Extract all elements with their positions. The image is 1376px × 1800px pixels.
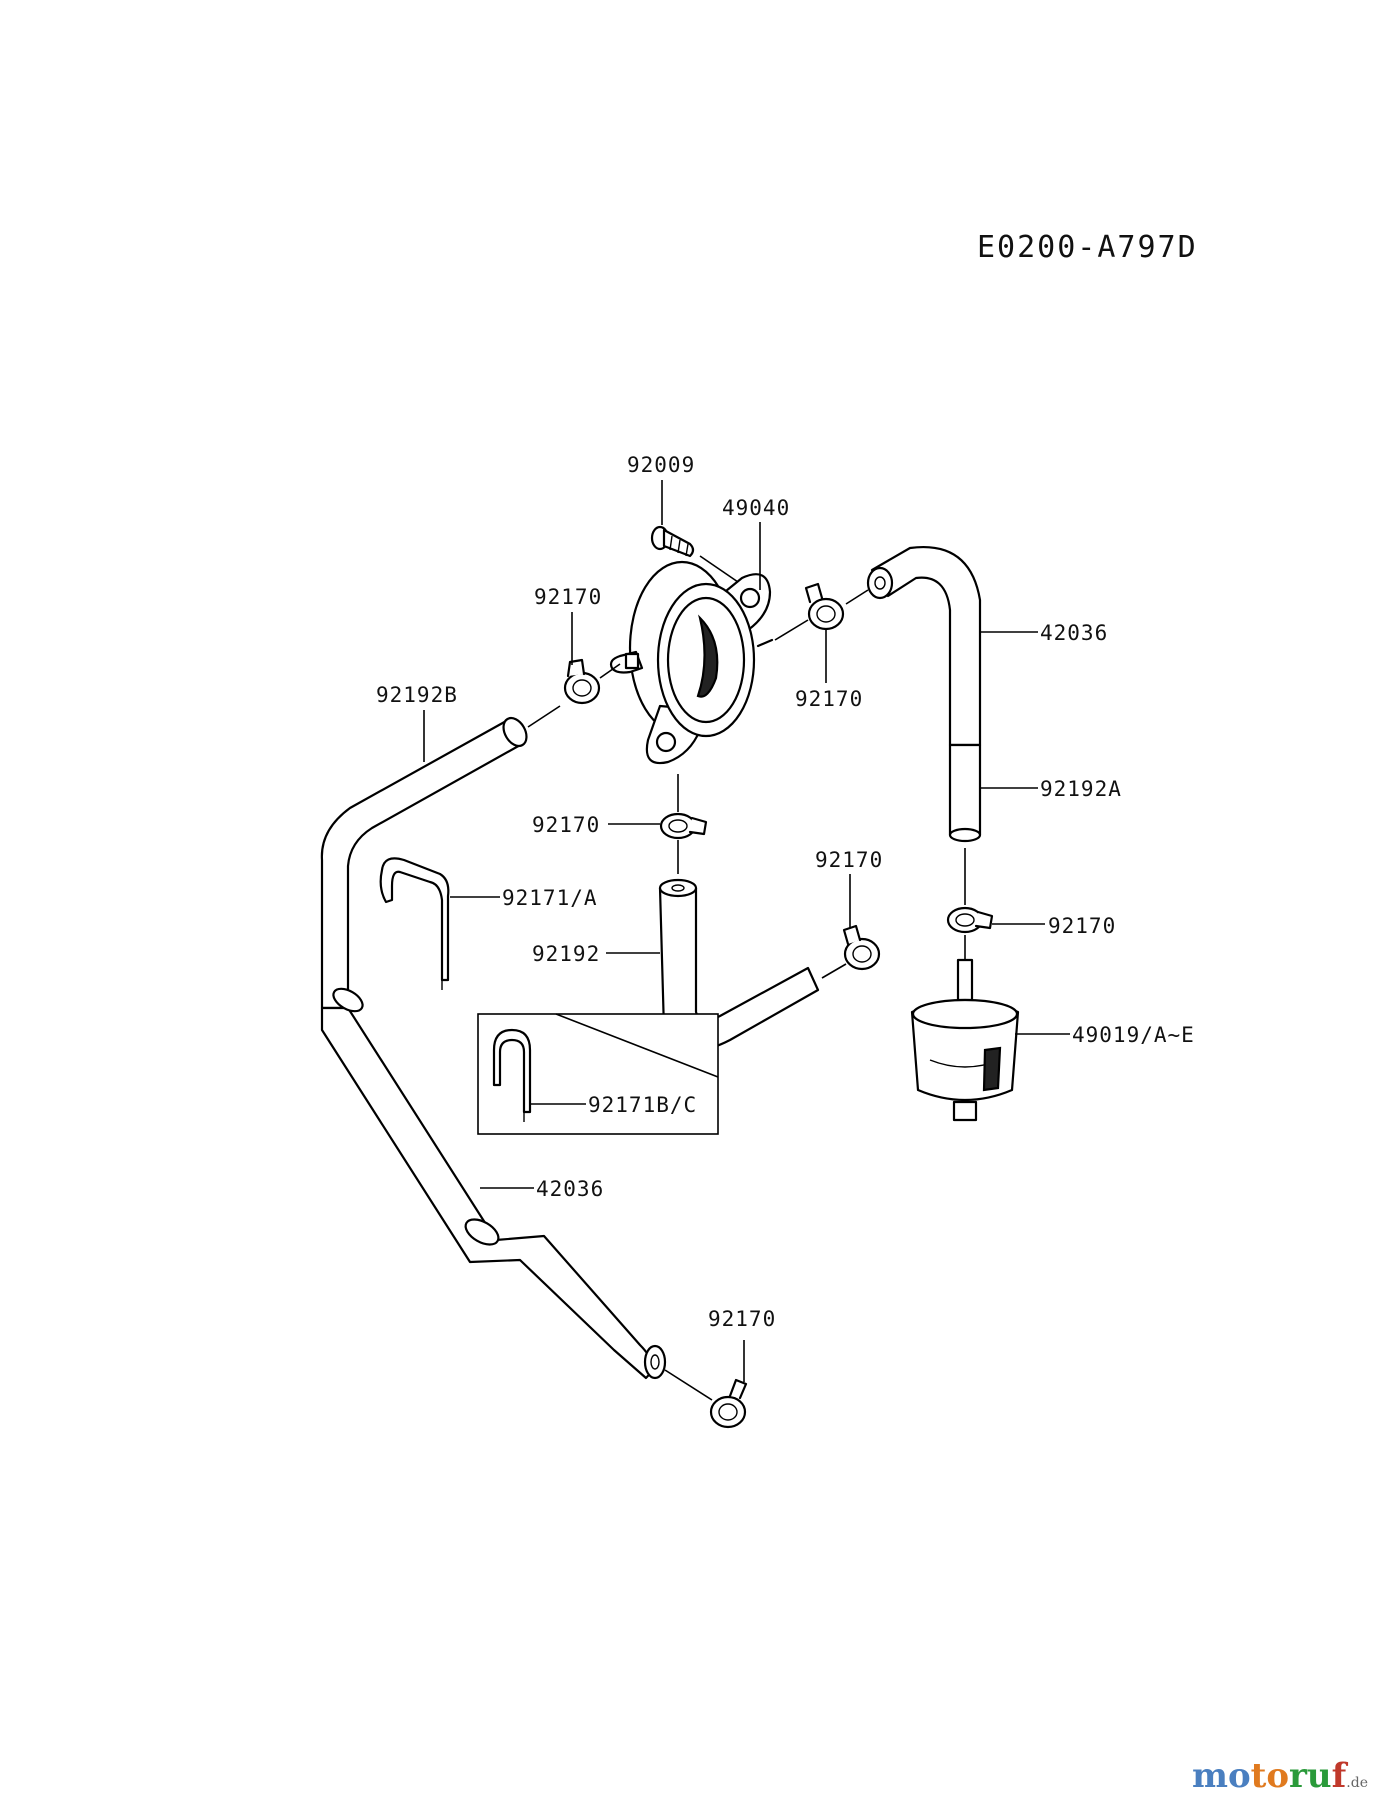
- watermark-logo: motoruf.de: [1191, 1756, 1368, 1796]
- hose-left-part: [320, 716, 528, 1010]
- label-clamp-filter: 92170: [1048, 914, 1116, 938]
- clip-bc-inset: [477, 1013, 719, 1135]
- label-clamp-below-pump: 92170: [532, 813, 600, 837]
- label-clip-a: 92171/A: [502, 886, 598, 910]
- label-hose-left: 92192B: [376, 683, 458, 707]
- hose-long-part: [320, 987, 667, 1380]
- label-filter: 49019/A~E: [1072, 1023, 1195, 1047]
- fuel-pump-part: [609, 560, 774, 765]
- fuel-filter-part: [910, 958, 1020, 1122]
- label-clamp-mid: 92170: [815, 848, 883, 872]
- clip-a-part: [379, 857, 450, 990]
- hose-right-part: [948, 743, 982, 843]
- screw-part: [650, 525, 695, 558]
- clamp-top-right-part: [804, 582, 845, 631]
- clamp-below-pump-part: [659, 812, 708, 840]
- label-clamp-top-right: 92170: [795, 687, 863, 711]
- label-clip-bc: 92171B/C: [588, 1093, 697, 1117]
- label-hose-top-right: 42036: [1040, 621, 1108, 645]
- hose-top-right-part: [866, 546, 982, 747]
- diagram-code: E0200-A797D: [977, 230, 1198, 265]
- label-clamp-bottom: 92170: [708, 1307, 776, 1331]
- label-fuel-pump: 49040: [722, 496, 790, 520]
- label-hose-mid: 92192: [532, 942, 600, 966]
- clamp-filter-part: [946, 906, 994, 934]
- clamp-bottom-part: [709, 1378, 748, 1429]
- label-clamp-top-left: 92170: [534, 585, 602, 609]
- label-hose-long: 42036: [536, 1177, 604, 1201]
- label-hose-right: 92192A: [1040, 777, 1122, 801]
- clamp-mid-part: [842, 924, 881, 971]
- label-screw: 92009: [627, 453, 695, 477]
- clamp-top-left-part: [563, 658, 601, 705]
